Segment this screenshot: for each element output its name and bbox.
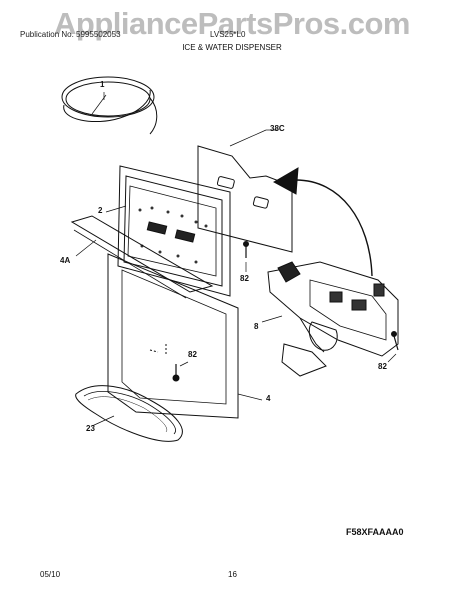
- footer-page-number: 16: [228, 570, 237, 579]
- callout-4: 4: [266, 394, 271, 403]
- callout-23: 23: [86, 424, 95, 433]
- drip-tray: [75, 385, 183, 442]
- callout-38c: 38C: [270, 124, 285, 133]
- section-title: ICE & WATER DISPENSER: [182, 43, 282, 52]
- screw-82-mechanism: [387, 331, 399, 363]
- callout-82-panel: 82: [240, 274, 249, 283]
- callout-4a: 4A: [60, 256, 71, 265]
- insulation-panel: [197, 129, 293, 253]
- diagram-code: F58XFAAAA0: [346, 527, 404, 537]
- callout-82-housing: 82: [188, 350, 197, 359]
- screw-82-housing: [172, 361, 189, 382]
- dispenser-mechanism: [261, 261, 399, 377]
- dispenser-housing: [107, 253, 263, 419]
- trim-bar: [70, 215, 214, 299]
- tubing-coil: [61, 76, 158, 135]
- model-number: LVS25*L0: [210, 30, 246, 39]
- callout-8: 8: [254, 322, 259, 331]
- screw-82-panel: [243, 241, 249, 272]
- watermark-logo: AppliancePartsPros.com: [54, 6, 410, 41]
- callout-82-mechanism: 82: [378, 362, 387, 371]
- callout-1: 1: [100, 80, 105, 89]
- control-panel: [105, 165, 231, 297]
- assembly-arrow: [272, 167, 373, 277]
- publication-number: Publication No. 5995502053: [20, 30, 121, 39]
- footer-date: 05/10: [40, 570, 61, 579]
- callout-2: 2: [98, 206, 103, 215]
